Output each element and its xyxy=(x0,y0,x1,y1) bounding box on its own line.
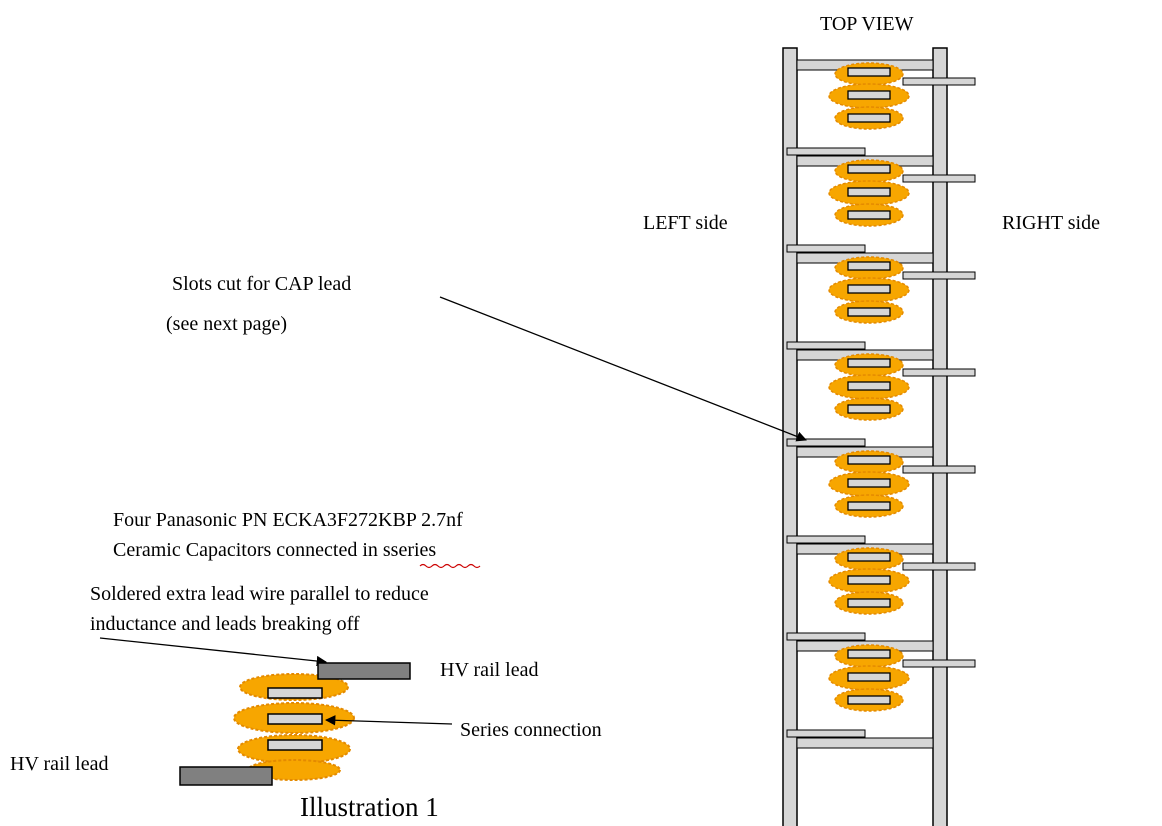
cap-plate-6-2 xyxy=(847,575,891,585)
cap-plate-2-1 xyxy=(847,164,891,174)
soldered-label-line1: Soldered extra lead wire parallel to red… xyxy=(90,583,429,605)
hv-rail-lead-left-label: HV rail lead xyxy=(10,753,109,775)
left-lead-4 xyxy=(786,438,866,447)
left-lead-1 xyxy=(786,147,866,156)
right-lead-1 xyxy=(902,77,976,86)
right-lead-4 xyxy=(902,368,976,377)
right-lead-7 xyxy=(902,659,976,668)
slots-label-line2: (see next page) xyxy=(166,313,287,335)
cap-plate-4-1 xyxy=(847,358,891,368)
cap-plate-2-3 xyxy=(847,210,891,220)
figure-caption: Illustration 1 xyxy=(300,792,439,822)
cap-plate-2-2 xyxy=(847,187,891,197)
slots-pointer-arrow xyxy=(439,296,807,442)
hv-rail-lead-right-bar xyxy=(317,662,411,680)
left-lead-5 xyxy=(786,535,866,544)
detail-plate-3 xyxy=(267,739,323,751)
slots-label-line1: Slots cut for CAP lead xyxy=(172,273,351,295)
right-lead-2 xyxy=(902,174,976,183)
left-side-label: LEFT side xyxy=(643,212,728,234)
stack-right-rail xyxy=(932,47,948,826)
cap-plate-7-2 xyxy=(847,672,891,682)
cap-plate-4-2 xyxy=(847,381,891,391)
top-view-stack xyxy=(782,47,976,826)
cap-plate-1-2 xyxy=(847,90,891,100)
left-lead-6 xyxy=(786,632,866,641)
stack-cell-7 xyxy=(786,644,976,749)
cap-plate-1-1 xyxy=(847,67,891,77)
left-lead-3 xyxy=(786,341,866,350)
left-lead-2 xyxy=(786,244,866,253)
four-caps-label-line2: Ceramic Capacitors connected in sseries xyxy=(113,539,436,561)
top-view-label: TOP VIEW xyxy=(820,13,914,35)
detail-plate-1 xyxy=(267,687,323,699)
cap-plate-5-3 xyxy=(847,501,891,511)
right-lead-6 xyxy=(902,562,976,571)
left-lead-7 xyxy=(786,729,866,738)
detail-capacitor xyxy=(233,673,355,781)
spellcheck-underline xyxy=(419,563,481,569)
cap-plate-7-1 xyxy=(847,649,891,659)
cap-plate-7-3 xyxy=(847,695,891,705)
series-connection-arrow xyxy=(324,715,453,726)
hv-rail-lead-right-label: HV rail lead xyxy=(440,659,539,681)
detail-plate-2 xyxy=(267,713,323,725)
cap-plate-3-1 xyxy=(847,261,891,271)
four-caps-label-line1: Four Panasonic PN ECKA3F272KBP 2.7nf xyxy=(113,509,463,531)
cap-plate-5-2 xyxy=(847,478,891,488)
soldered-label-line2: inductance and leads breaking off xyxy=(90,613,360,635)
right-lead-5 xyxy=(902,465,976,474)
cap-plate-6-3 xyxy=(847,598,891,608)
hv-rail-lead-left-bar xyxy=(179,766,273,786)
right-side-label: RIGHT side xyxy=(1002,212,1100,234)
stack-left-rail xyxy=(782,47,798,826)
cap-plate-4-3 xyxy=(847,404,891,414)
cap-plate-3-3 xyxy=(847,307,891,317)
right-lead-3 xyxy=(902,271,976,280)
cap-plate-3-2 xyxy=(847,284,891,294)
cap-plate-5-1 xyxy=(847,455,891,465)
cap-plate-1-3 xyxy=(847,113,891,123)
series-connection-label: Series connection xyxy=(460,719,602,741)
cell-divider-7 xyxy=(796,737,934,749)
soldered-pointer-arrow xyxy=(99,637,328,667)
cap-plate-6-1 xyxy=(847,552,891,562)
